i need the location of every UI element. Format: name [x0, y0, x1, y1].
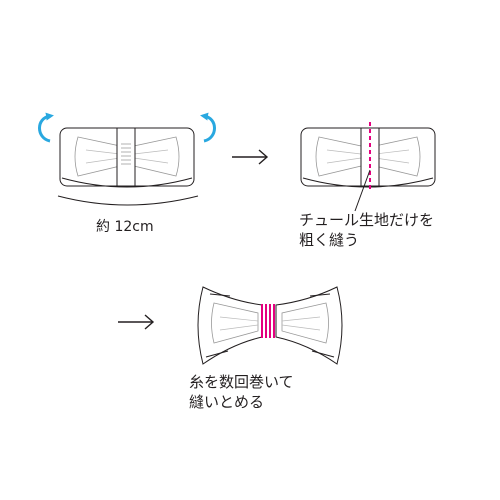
step3-instruction-line-2: 縫いとめる [189, 393, 265, 411]
step3-instruction: 糸を数回巻いて 縫いとめる [189, 372, 294, 412]
step2-instruction-line-2: 粗く縫う [299, 231, 360, 249]
curl-arrow-right-icon [200, 112, 216, 143]
step2-instruction-line-1: チュール生地だけを [299, 211, 435, 229]
step3-instruction-line-1: 糸を数回巻いて [189, 373, 294, 391]
step3-wrapped-thread [261, 304, 275, 338]
step3-gathered-bow [197, 286, 343, 365]
step2-instruction: チュール生地だけを 粗く縫う [299, 210, 434, 250]
width-brace [57, 195, 199, 206]
curl-arrow-left-icon [38, 112, 54, 143]
step-arrow-1-icon [232, 149, 269, 165]
step2-leader-line [354, 169, 371, 212]
step1-width-label: 約 12cm [96, 219, 154, 235]
step-arrow-2-icon [118, 314, 155, 330]
step1-center-band [116, 127, 136, 187]
